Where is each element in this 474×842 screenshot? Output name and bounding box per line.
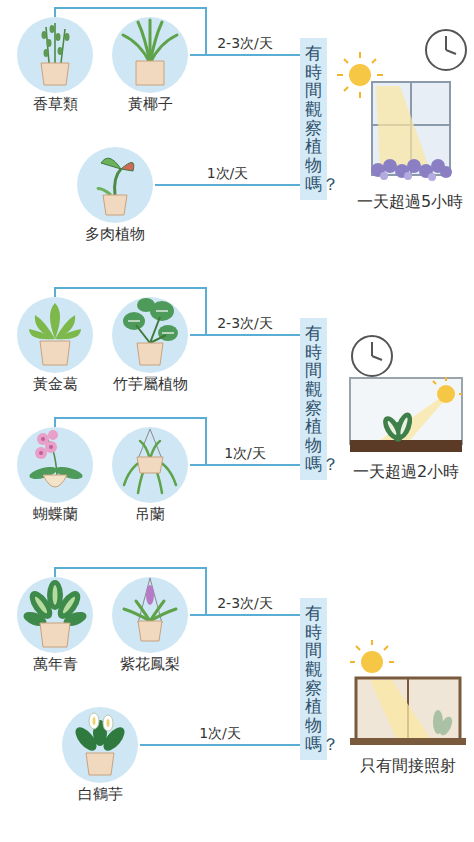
plant-circle: 黃金葛 — [15, 297, 95, 393]
frequency-label: 1次/天 — [205, 165, 251, 182]
plant-name: 竹芋屬植物 — [110, 375, 190, 393]
plant-circle: 竹芋屬植物 — [110, 297, 190, 393]
branch-connector — [55, 8, 300, 55]
condition-label: 一天超過2小時 — [353, 462, 459, 483]
light-condition-box: 只有間接照射 — [356, 756, 460, 777]
light-condition-box: 一天超過5小時 — [353, 192, 467, 213]
question-box: 有時間觀察植物嗎？ — [300, 38, 327, 200]
plant-circle: 白鶴芋 — [60, 707, 140, 803]
indirect-light-illustration — [350, 640, 466, 745]
light-condition-box: 一天超過2小時 — [349, 462, 463, 483]
plant-name: 白鶴芋 — [60, 785, 140, 803]
aglaonema-picture — [17, 577, 93, 653]
condition-label: 只有間接照射 — [360, 756, 456, 777]
succulent-picture — [77, 147, 153, 223]
orchid-picture — [17, 427, 93, 503]
plant-name: 香草類 — [15, 95, 95, 113]
frequency-label: 1次/天 — [197, 725, 243, 742]
plant-circle: 紫花鳳梨 — [110, 577, 190, 673]
question-text: 有時間觀察植物嗎？ — [305, 324, 322, 474]
branch-connector — [55, 288, 300, 335]
frequency-label: 2-3次/天 — [215, 595, 275, 612]
plant-circle: 香草類 — [15, 17, 95, 113]
plant-name: 紫花鳳梨 — [110, 655, 190, 673]
condition-label: 一天超過5小時 — [357, 192, 463, 213]
frequency-label: 2-3次/天 — [215, 315, 275, 332]
branch-connector — [55, 568, 300, 615]
question-text: 有時間觀察植物嗎？ — [305, 604, 322, 754]
plant-name: 蝴蝶蘭 — [15, 505, 95, 523]
calathea-picture — [112, 297, 188, 373]
plant-circle: 蝴蝶蘭 — [15, 427, 95, 523]
plant-circle: 黃椰子 — [110, 17, 190, 113]
palm-picture — [112, 17, 188, 93]
plant-circle: 多肉植物 — [75, 147, 155, 243]
frequency-label: 1次/天 — [222, 445, 268, 462]
plant-name: 黃金葛 — [15, 375, 95, 393]
plant-name: 多肉植物 — [75, 225, 155, 243]
sun-window-illustration — [337, 30, 466, 181]
bromeliad-picture — [112, 577, 188, 653]
pothos-picture — [17, 297, 93, 373]
room-illustration — [350, 336, 462, 452]
question-box: 有時間觀察植物嗎？ — [300, 598, 327, 760]
spider-plant-picture — [112, 427, 188, 503]
peace-lily-picture — [62, 707, 138, 783]
question-text: 有時間觀察植物嗎？ — [305, 44, 322, 194]
plant-name: 萬年青 — [15, 655, 95, 673]
plant-name: 吊蘭 — [110, 505, 190, 523]
branch-connector — [140, 744, 300, 746]
plant-name: 黃椰子 — [110, 95, 190, 113]
plant-circle: 吊蘭 — [110, 427, 190, 523]
frequency-label: 2-3次/天 — [215, 35, 275, 52]
question-box: 有時間觀察植物嗎？ — [300, 318, 327, 480]
plant-circle: 萬年青 — [15, 577, 95, 673]
branch-connector — [155, 184, 300, 186]
herb-picture — [17, 17, 93, 93]
branch-connector — [55, 418, 300, 465]
